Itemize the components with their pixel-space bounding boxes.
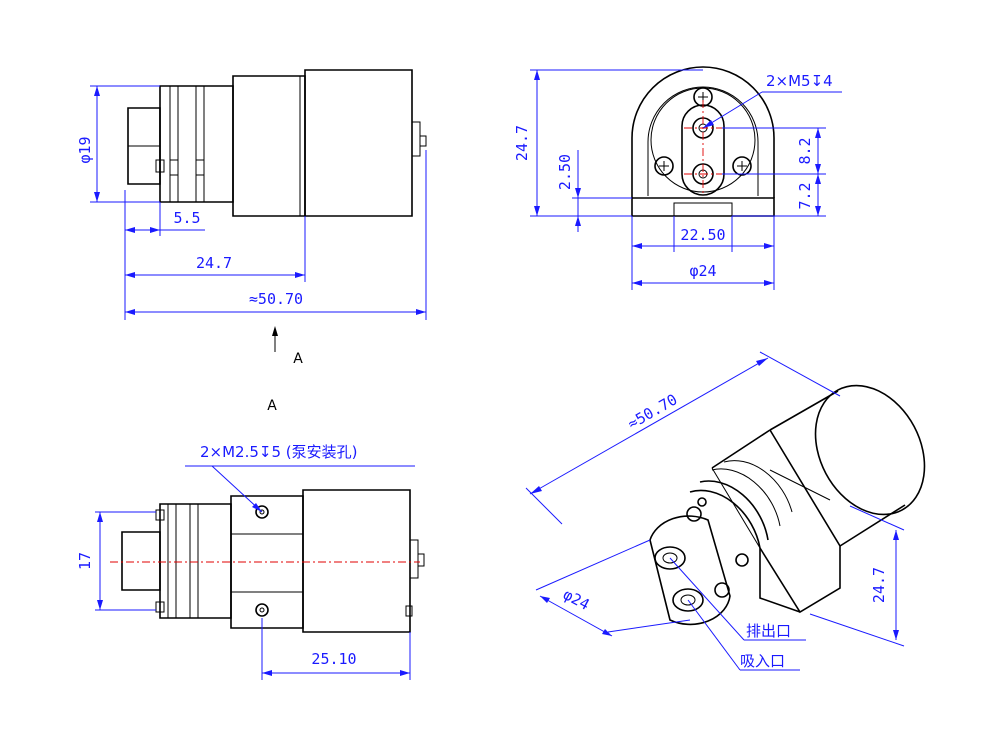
iso-dim-height: 24.7 (870, 567, 888, 603)
iso-dim-length: ≈50.70 (625, 390, 681, 433)
dim-width-17: 17 (76, 552, 94, 570)
front-view: 24.7 2.50 8.2 7.2 22.50 φ24 2×M5↧4 (513, 66, 842, 290)
dim-7-2: 7.2 (796, 182, 814, 209)
dim-foot-2-50: 2.50 (556, 154, 574, 190)
dim-hole-spacing: 25.10 (311, 650, 356, 668)
dim-8-2: 8.2 (796, 137, 814, 164)
view-label-a-bottom: A (267, 398, 277, 414)
dim-diameter-24: φ24 (689, 262, 716, 280)
dim-22-50: 22.50 (680, 226, 725, 244)
dim-24-7: 24.7 (196, 254, 232, 272)
dim-diameter-19: φ19 (76, 136, 94, 163)
hole-callout-m2-5: 2×M2.5↧5 (泵安装孔) (200, 443, 358, 461)
dim-total-length: ≈50.70 (249, 290, 303, 308)
side-view: φ19 5.5 24.7 ≈50.70 A (76, 69, 427, 367)
hole-callout-m5: 2×M5↧4 (766, 72, 833, 90)
dim-height-24-7: 24.7 (513, 125, 531, 161)
view-label-a-top: A (293, 351, 303, 367)
bottom-view: A 17 25.10 2× (76, 398, 425, 680)
dim-5-5: 5.5 (173, 209, 200, 227)
isometric-view: ≈50.70 φ24 24.7 排出口 吸入口 (525, 351, 926, 671)
outlet-label: 排出口 (746, 622, 791, 640)
inlet-label: 吸入口 (740, 652, 785, 670)
